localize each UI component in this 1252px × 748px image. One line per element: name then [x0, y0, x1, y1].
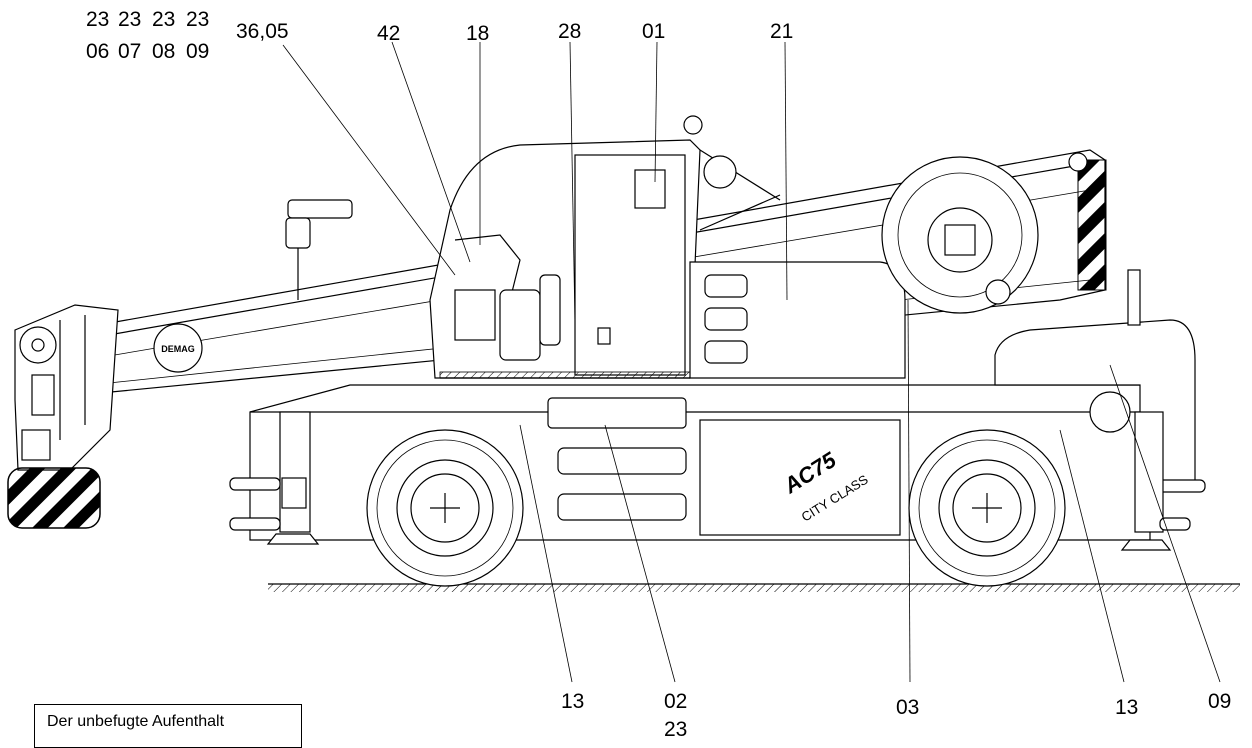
callout-23-08-bottom: 08: [152, 40, 175, 63]
callout-36-05: 36,05: [236, 20, 289, 43]
operator-cabin: [429, 115, 703, 379]
hoist-winch: [703, 155, 1039, 314]
ground-line: [268, 583, 1240, 592]
callout-23-09-bottom: 09: [186, 40, 209, 63]
callout-23-09-top: 23: [186, 8, 209, 31]
warning-notice-text: Der unbefugte Aufenthalt: [47, 713, 225, 730]
callout-28: 28: [558, 20, 581, 43]
callout-23-08-top: 23: [152, 8, 175, 31]
side-mirror: [285, 199, 353, 300]
callout-labels: 23 06 23 07 23 08 23 09 36,05 42 18 28 0…: [86, 8, 1231, 740]
callout-13-front: 13: [561, 690, 584, 713]
callout-13-rear: 13: [1115, 696, 1138, 719]
warning-notice-box: Der unbefugte Aufenthalt: [34, 704, 302, 748]
callout-23-06-bottom: 06: [86, 40, 109, 63]
callout-09: 09: [1208, 690, 1231, 713]
callout-03: 03: [896, 696, 919, 719]
callout-21: 21: [770, 20, 793, 43]
callout-23-06-top: 23: [86, 8, 109, 31]
callout-18: 18: [466, 22, 489, 45]
callout-02: 02: [664, 690, 687, 713]
rear-wheel: [908, 429, 1066, 587]
front-outrigger: [229, 411, 320, 545]
boom-head: [14, 304, 119, 471]
front-wheel: [366, 429, 524, 587]
hook-block-warning-stripes: [7, 467, 101, 529]
superstructure-housing: [689, 149, 906, 379]
brand-marking: DEMAG: [161, 344, 195, 354]
callout-01: 01: [642, 20, 665, 43]
callout-23-07-bottom: 07: [118, 40, 141, 63]
callout-42: 42: [377, 22, 400, 45]
callout-23: 23: [664, 718, 687, 740]
rear-outrigger: [1120, 411, 1191, 551]
demag-emblem: DEMAG: [153, 323, 203, 373]
callout-23-07-top: 23: [118, 8, 141, 31]
leader-lines: [282, 41, 1221, 683]
